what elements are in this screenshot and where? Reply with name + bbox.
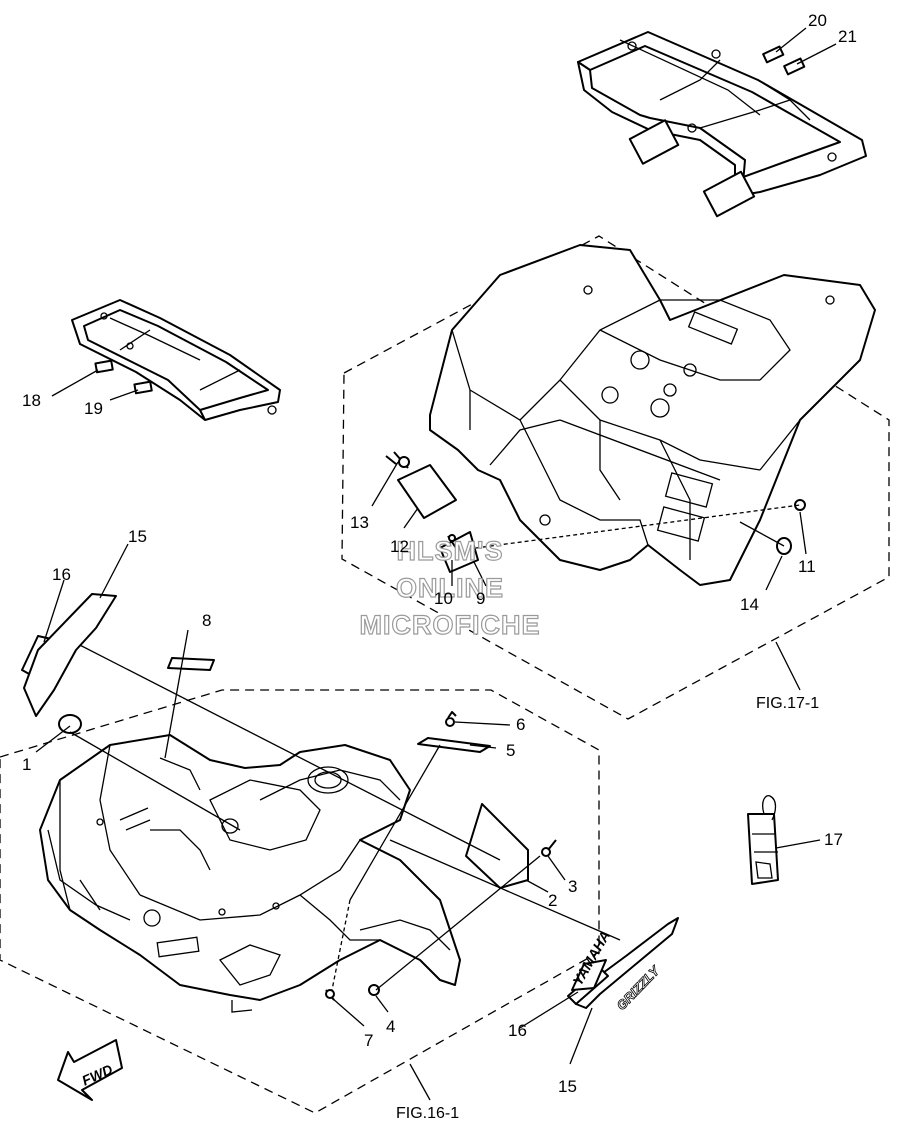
rear-carrier [577, 31, 867, 218]
callout-numbers: 1 2 3 4 5 6 7 8 9 10 11 12 13 14 15 15 1… [22, 11, 857, 1096]
callout-16a: 16 [52, 565, 71, 584]
fwd-arrow: FWD [57, 1039, 123, 1101]
callout-15a: 15 [128, 527, 147, 546]
callout-18: 18 [22, 391, 41, 410]
watermark-line-3: MICROFICHE [360, 610, 541, 640]
front-carrier [71, 299, 281, 421]
callout-13: 13 [350, 513, 369, 532]
bottom-decals: GRIZZLY YAMAHA [567, 917, 679, 1013]
callout-6: 6 [516, 715, 525, 734]
callout-7: 7 [364, 1031, 373, 1050]
hang-tag [747, 794, 779, 885]
front-small-parts [58, 657, 557, 1001]
callout-20: 20 [808, 11, 827, 30]
callout-16b: 16 [508, 1021, 527, 1040]
callout-11: 11 [798, 557, 816, 576]
callout-5: 5 [506, 741, 515, 760]
fig-ref-front: FIG.16-1 [396, 1105, 459, 1122]
callout-9: 9 [476, 589, 485, 608]
callout-2: 2 [548, 891, 557, 910]
callout-3: 3 [568, 877, 577, 896]
front-decals [21, 593, 117, 717]
watermark-line-2: ONLINE [396, 573, 504, 603]
callout-14: 14 [740, 595, 759, 614]
callout-15b: 15 [558, 1077, 577, 1096]
callout-21: 21 [838, 27, 857, 46]
callout-4: 4 [386, 1017, 395, 1036]
callout-12: 12 [390, 537, 409, 556]
front-fender-boundary [0, 689, 600, 1114]
callout-17: 17 [824, 830, 843, 849]
front-fender [39, 734, 461, 1013]
callout-1: 1 [22, 755, 31, 774]
callout-8: 8 [202, 611, 211, 630]
rear-fender [429, 244, 876, 586]
rear-fender-boundary [341, 235, 890, 720]
watermark: HLSM'S ONLINE MICROFICHE [359, 535, 541, 640]
watermark-line-1: HLSM'S [397, 536, 504, 566]
callout-10: 10 [434, 589, 453, 608]
rear-small-parts [385, 451, 806, 573]
callout-19: 19 [84, 399, 103, 418]
fig-ref-rear: FIG.17-1 [756, 695, 819, 712]
